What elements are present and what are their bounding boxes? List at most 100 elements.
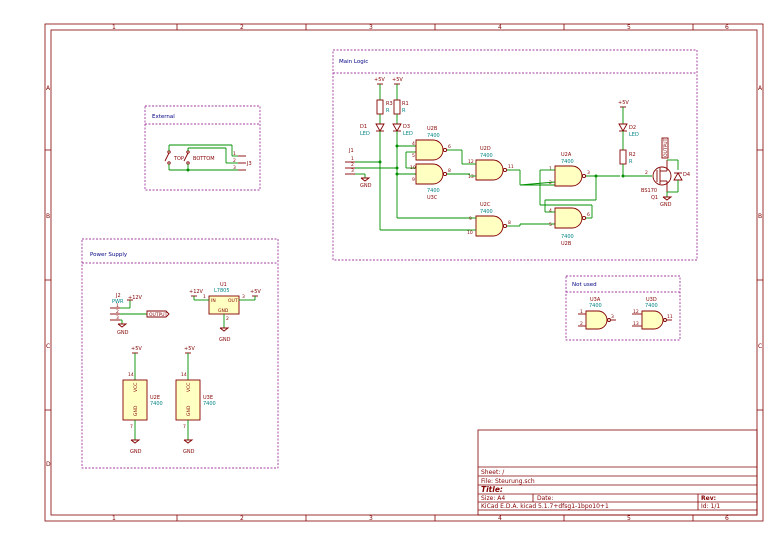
d1-ref: D1 xyxy=(360,124,367,130)
d3-ref: D3 xyxy=(403,124,410,130)
u2c-pin-in1: 9 xyxy=(469,216,472,222)
u2b-pin-in1: 4 xyxy=(412,141,415,147)
u3e-5v-label: +5V xyxy=(184,346,195,352)
d2-ref: D2 xyxy=(629,125,636,131)
d1-value: LED xyxy=(360,131,370,137)
top-switch-label: TOP xyxy=(173,156,184,162)
u2a-ref: U2A xyxy=(561,152,572,158)
bottom-switch[interactable]: BOTTOM xyxy=(183,150,215,165)
j2-connector[interactable]: J2 PWR 1 2 3 +12V OUTPUT GND xyxy=(110,293,170,336)
r2-resistor[interactable] xyxy=(619,149,627,165)
q1-ref: Q1 xyxy=(651,195,658,201)
u2a-pin-out: 3 xyxy=(587,170,590,176)
u1-gnd-label: GND xyxy=(219,337,231,343)
u3e-gnd-label: GND xyxy=(183,449,195,455)
u3d-pin-in1: 12 xyxy=(633,309,639,315)
external-title: External xyxy=(152,114,175,120)
u1-ref: U1 xyxy=(220,282,227,288)
u2b2-pin-out: 6 xyxy=(587,212,590,218)
u3a-pin-out: 3 xyxy=(611,314,614,320)
r2-ref: R2 xyxy=(629,152,636,158)
d2-power-label: +5V xyxy=(618,100,629,106)
row-label-c: C xyxy=(46,343,50,350)
d3-led[interactable] xyxy=(392,123,402,132)
tb-title: Title: xyxy=(481,485,503,494)
u2b-pin-in2: 5 xyxy=(412,153,415,159)
external-block[interactable]: External xyxy=(144,105,261,191)
power-supply-block[interactable]: Power Supply xyxy=(81,238,279,469)
u1-value: L7805 xyxy=(214,288,230,294)
col-label-3-bottom: 3 xyxy=(369,515,373,522)
j1-pin-1: 1 xyxy=(351,156,354,162)
u3a-nand-gate[interactable]: U3A 7400 1 2 3 xyxy=(578,297,616,330)
d2-led[interactable] xyxy=(618,123,628,132)
d4-diode[interactable] xyxy=(673,172,683,181)
main-logic-title: Main Logic xyxy=(339,59,368,65)
u2b2-ref: U2B xyxy=(561,241,572,247)
u2d-value: 7400 xyxy=(480,153,493,159)
row-label-a: A xyxy=(46,85,51,92)
u2a-nand-gate[interactable]: U2A 7400 1 2 3 xyxy=(549,152,590,187)
u2d-pin-in1: 12 xyxy=(468,159,474,165)
u2b-nand-gate[interactable]: U2B 7400 4 5 6 xyxy=(412,126,451,161)
r3-ref: R3 xyxy=(386,101,393,107)
u3a-value: 7400 xyxy=(589,303,602,309)
u2c-pin-out: 8 xyxy=(508,220,511,226)
j1-ref: J1 xyxy=(348,148,354,154)
u2d-pin-out: 11 xyxy=(508,164,514,170)
u3c-pin-in1: 10 xyxy=(410,165,416,171)
u1-pin-2: 2 xyxy=(226,316,229,322)
tb-file: File: Steurung.sch xyxy=(481,478,535,485)
u2c-value: 7400 xyxy=(480,209,493,215)
d4-ref: D4 xyxy=(683,172,690,178)
u1-pin-in: IN xyxy=(211,298,216,304)
row-label-b: B xyxy=(46,213,50,220)
r1-resistor[interactable] xyxy=(393,99,401,115)
u3e-pin-7: 7 xyxy=(183,424,186,430)
u3d-ref: U3D xyxy=(646,297,657,303)
u2c-nand-gate[interactable]: U2C 7400 9 10 8 xyxy=(467,202,511,237)
q1-output-label xyxy=(661,137,669,159)
u2e-power-unit[interactable]: +5V VCC GND 14 7 U2E 7400 GND xyxy=(122,346,163,455)
u2b-second-nand-gate[interactable]: 7400 U2B 4 5 6 xyxy=(549,207,590,247)
r1-d3-branch: +5V R1 R D3 LED xyxy=(355,77,470,219)
q1-value: BS170 xyxy=(641,188,657,194)
col-label-5: 5 xyxy=(627,24,631,31)
u3a-ref: U3A xyxy=(590,297,601,303)
u1-pin-3: 3 xyxy=(242,294,245,300)
r3-value: R xyxy=(386,108,390,114)
u3e-pin-14: 14 xyxy=(181,372,187,378)
u1-regulator[interactable]: U1 L7805 IN OUT GND 1 3 2 +12V +5V GND xyxy=(189,282,261,343)
tb-id: Id: 1/1 xyxy=(701,503,720,510)
r1-ref: R1 xyxy=(402,101,409,107)
u2a-value: 7400 xyxy=(561,159,574,165)
j1-connector[interactable]: J1 1 2 3 GND xyxy=(345,148,372,189)
main-logic-block[interactable]: Main Logic xyxy=(332,49,698,261)
u2d-nand-gate[interactable]: U2D 7400 12 13 11 xyxy=(468,146,514,181)
u3c-pin-in2: 9 xyxy=(412,177,415,183)
u2e-value: 7400 xyxy=(150,401,163,407)
d1-led[interactable] xyxy=(375,123,385,132)
u2d-pin-in2: 13 xyxy=(468,174,474,180)
u3c-nand-gate[interactable]: 7400 U3C 10 9 8 xyxy=(410,163,451,201)
r1-power-label: +5V xyxy=(392,77,403,83)
q1-mosfet[interactable]: 2 BS170 Q1 OUTPUT D4 GND xyxy=(623,137,690,208)
u3e-gnd: GND xyxy=(186,405,192,416)
u3d-nand-gate[interactable]: U3D 7400 12 13 11 xyxy=(632,297,673,330)
j3-connector[interactable]: 1 2 3 J3 xyxy=(233,151,252,171)
u2e-pin-7: 7 xyxy=(130,424,133,430)
u3d-value: 7400 xyxy=(645,303,658,309)
j2-pin-3: 3 xyxy=(116,315,119,321)
r3-resistor[interactable] xyxy=(376,99,384,115)
tb-size: Size: A4 xyxy=(481,495,505,502)
tb-tool: KiCad E.D.A. kicad 5.1.7+dfsg1-1bpo10+1 xyxy=(481,503,609,510)
u2a-pin-in1: 1 xyxy=(549,166,552,172)
u2b2-pin-in1: 4 xyxy=(549,208,552,214)
row-label-c-right: C xyxy=(758,343,762,350)
not-used-block[interactable]: Not used xyxy=(565,275,681,341)
top-switch[interactable]: TOP xyxy=(164,150,184,165)
u2c-pin-in2: 10 xyxy=(467,230,473,236)
not-used-title: Not used xyxy=(572,282,597,288)
u1-5v-label: +5V xyxy=(250,289,261,295)
u3e-power-unit[interactable]: +5V VCC GND 14 7 U3E 7400 GND xyxy=(175,346,216,455)
